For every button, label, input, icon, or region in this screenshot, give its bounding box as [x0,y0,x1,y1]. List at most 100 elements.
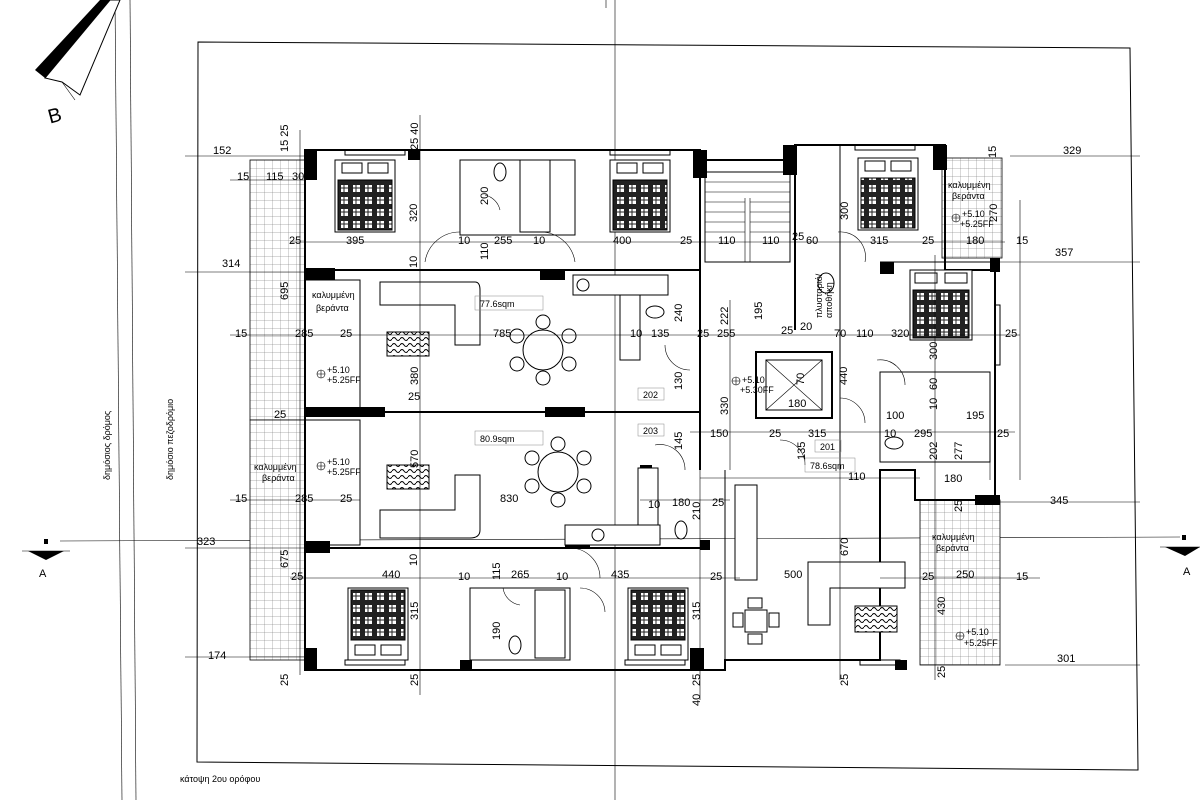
svg-text:250: 250 [956,569,974,581]
svg-text:202: 202 [928,442,940,460]
svg-text:15: 15 [237,171,249,183]
road-edge-line [114,0,123,800]
svg-text:10: 10 [630,328,642,340]
svg-text:110: 110 [718,235,736,247]
svg-text:10: 10 [458,235,470,247]
svg-text:670: 670 [839,538,851,556]
svg-text:40: 40 [691,694,703,706]
section-label-right: A [1183,566,1191,578]
dining-table-top-icon [509,314,577,386]
section-label-left: A [39,568,47,580]
rug-top-icon [386,331,430,357]
rug-right-icon [854,605,898,633]
svg-text:301: 301 [1057,653,1075,665]
toilet-icon-4 [674,520,688,540]
area-apt-top: 77.6sqm [480,299,515,309]
svg-text:315: 315 [870,235,888,247]
svg-text:180: 180 [672,497,690,509]
svg-text:300: 300 [928,342,940,360]
level-4a: +5.10 [962,209,985,219]
level-2a: +5.10 [327,457,350,467]
bathroom-bottom [469,587,571,661]
svg-text:323: 323 [197,536,215,548]
svg-text:25: 25 [839,674,851,686]
svg-text:195: 195 [753,302,765,320]
svg-text:10: 10 [556,571,568,583]
level-5b: +5.25FF [964,638,998,648]
svg-text:110: 110 [762,235,780,247]
toilet-icon-3 [645,305,665,319]
elevator-shaft [755,351,833,419]
svg-text:30: 30 [292,171,304,183]
dining-table-right-icon [732,597,780,645]
svg-text:400: 400 [613,235,631,247]
svg-text:180: 180 [944,473,962,485]
level-3b: +5.30FF [740,385,774,395]
area-box-right [804,457,856,473]
svg-text:25: 25 [289,235,301,247]
svg-text:25: 25 [697,328,709,340]
north-arrow-icon [35,0,121,101]
svg-text:130: 130 [673,372,685,390]
svg-text:150: 150 [710,428,728,440]
svg-text:329: 329 [1063,145,1081,157]
svg-text:25: 25 [340,493,352,505]
svg-text:285: 285 [295,493,313,505]
svg-text:440: 440 [838,367,850,385]
svg-text:115: 115 [266,171,284,183]
elevator-car [765,359,823,411]
svg-text:440: 440 [382,569,400,581]
veranda-left-strip-top [304,279,361,416]
sidewalk-label: δημόσιο πεζοδρόμιο [165,399,175,480]
svg-text:330: 330 [719,397,731,415]
level-1a: +5.10 [327,365,350,375]
svg-text:10: 10 [408,554,420,566]
elevator-cross [765,359,823,411]
svg-text:10: 10 [928,398,940,410]
svg-text:10: 10 [408,256,420,268]
svg-text:60: 60 [928,378,940,390]
svg-text:190: 190 [491,622,503,640]
svg-text:25: 25 [769,428,781,440]
sofa-bottom-icon [379,474,481,539]
svg-text:15: 15 [235,493,247,505]
svg-text:15: 15 [235,328,247,340]
svg-text:315: 315 [691,602,703,620]
svg-text:10: 10 [533,235,545,247]
section-marker-right-icon [1160,535,1200,556]
svg-text:345: 345 [1050,495,1068,507]
svg-text:135: 135 [796,442,808,460]
staircase [704,171,791,263]
level-1b: +5.25FF [327,375,361,385]
veranda-l2-label-2: βεράντα [262,473,295,483]
svg-text:25: 25 [680,235,692,247]
level-3a: +5.10 [742,375,765,385]
svg-text:25: 25 [936,666,948,678]
sink-icon-2 [591,528,605,542]
svg-text:695: 695 [279,282,291,300]
veranda-left-top [249,159,306,421]
tag-box-202 [637,387,665,401]
svg-text:300: 300 [839,202,851,220]
svg-text:15: 15 [1016,235,1028,247]
veranda-l1-label-2: βεράντα [316,303,349,313]
svg-text:10: 10 [884,428,896,440]
tag-box-203 [637,423,665,437]
veranda-br-label-2: βεράντα [936,543,969,553]
svg-text:60: 60 [806,235,818,247]
svg-text:270: 270 [988,204,1000,222]
rug-bottom-icon [386,464,430,490]
sink-icon [576,278,590,292]
north-label: B [46,104,65,129]
svg-text:395: 395 [346,235,364,247]
svg-text:210: 210 [691,502,703,520]
svg-text:240: 240 [673,304,685,322]
svg-text:25: 25 [781,325,793,337]
road-label: δημόσιος δρόμος [102,410,112,480]
svg-text:430: 430 [936,597,948,615]
svg-text:200: 200 [479,187,491,205]
svg-text:222: 222 [719,307,731,325]
toilet-icon-2 [508,635,522,655]
svg-text:255: 255 [717,328,735,340]
